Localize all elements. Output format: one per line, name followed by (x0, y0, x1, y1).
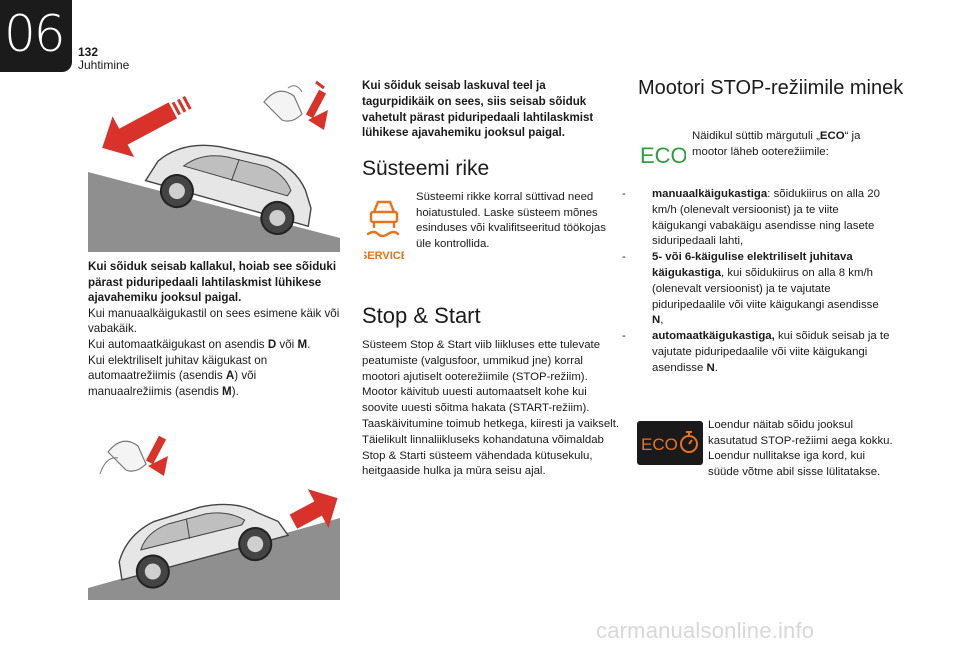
list-item-part: 5- või 6-käigulise elektriliselt juhitav… (652, 251, 853, 279)
list-item-part: , (660, 314, 664, 327)
list-item-part: manuaalkäigukastiga (652, 188, 768, 200)
eco-text-part: “ ja mootor läheb ooterežiimile: (692, 130, 861, 158)
condition-line-part: või (276, 337, 298, 351)
list-dash: - (622, 330, 626, 343)
eco-text-part: Näidikul süttib märgutuli „ (692, 130, 820, 142)
list-item-part: kui sõiduk seisab ja te vajutate pidurip… (652, 330, 890, 374)
list-item-part: automaatkäigukastiga, (652, 330, 775, 343)
stop-start-text: Süsteem Stop & Start viib liikluses ette… (362, 338, 620, 480)
condition-line-part: Kui manuaalkäigukastil on sees esimene k… (88, 306, 340, 336)
condition-line: Kui automaatkäigukast on asendis D või M… (88, 337, 340, 353)
stop-start-paragraph-1: Süsteem Stop & Start viib liikluses ette… (362, 339, 620, 430)
service-icon-label: SERVICE (364, 250, 404, 262)
stop-mode-heading: Mootori STOP-režiimile minek (638, 77, 904, 99)
hill-start-uphill-illustration (88, 80, 340, 252)
counter-icon-label: ECO (641, 435, 678, 454)
system-fault-heading: Süsteemi rike (362, 157, 490, 180)
list-item: - automaatkäigukastiga, kui sõiduk seisab… (622, 329, 892, 376)
condition-line-part: ) või manuaalrežiimis (asendis (88, 369, 257, 398)
hill-start-downhill-illustration (88, 426, 340, 600)
list-item-part: N (652, 314, 661, 327)
condition-line: Kui elektriliselt juhitav käigukast on a… (88, 353, 340, 400)
condition-line-part: Kui automaatkäigukast on asendis (88, 337, 268, 351)
list-item: - 5- või 6-käigulise elektriliselt juhita… (622, 250, 892, 329)
list-item-part: N (706, 361, 715, 374)
chapter-number: 06 (4, 5, 66, 63)
service-warning-icon: SERVICE (360, 196, 408, 262)
list-item-part: , kui sõidukiirus on alla 8 km/h (olenev… (652, 266, 879, 311)
condition-line-part: ). (231, 384, 239, 398)
section-name: Juhtimine (78, 58, 130, 72)
hill-start-uphill-heading: Kui sõiduk seisab kallakul, hoiab see sõ… (88, 260, 337, 305)
page-number: 132 (78, 45, 99, 59)
eco-indicator-text: Näidikul süttib märgutuli „ECO“ ja mooto… (692, 129, 882, 160)
eco-text-part: ECO (819, 130, 845, 142)
eco-counter-text: Loendur näitab sõidu jooksul kasutatud S… (708, 419, 893, 478)
condition-line: Kui manuaalkäigukastil on sees esimene k… (88, 306, 340, 337)
chapter-tab (0, 0, 72, 72)
list-item-part: : sõidukiirus on alla 20 km/h (olenevalt… (652, 188, 880, 248)
list-dash: - (622, 251, 626, 264)
stop-start-paragraph-2: Täielikult linnaliikluseks kohandatuna v… (362, 433, 604, 478)
list-dash: - (622, 188, 626, 200)
condition-line-part: D (267, 337, 277, 351)
watermark: carmanualsonline.info (596, 618, 815, 643)
system-fault-text: Süsteemi rikke korral süttivad need hoia… (416, 191, 606, 250)
condition-line-part: . (307, 337, 311, 351)
stop-start-heading: Stop & Start (362, 303, 481, 328)
condition-line-part: M (297, 337, 308, 351)
hill-start-uphill-conditions: Kui manuaalkäigukastil on sees esimene k… (88, 306, 340, 400)
eco-counter-icon: ECO (637, 421, 703, 465)
eco-indicator-icon: ECO (638, 140, 688, 168)
list-item: - manuaalkäigukastiga: sõidukiirus on all… (622, 187, 892, 250)
hill-start-downhill-text: Kui sõiduk seisab laskuval teel ja tagur… (362, 79, 594, 140)
eco-icon-label: ECO (640, 143, 686, 168)
condition-line-part: Kui elektriliselt juhitav käigukast on a… (88, 353, 268, 383)
stop-conditions-list: - manuaalkäigukastiga: sõidukiirus on all… (622, 187, 892, 377)
condition-line-part: A (225, 369, 235, 383)
hill-start-uphill-text: Kui sõiduk seisab kallakul, hoiab see sõ… (88, 259, 340, 399)
condition-line-part: M (222, 384, 232, 398)
list-item-part: . (714, 361, 718, 374)
